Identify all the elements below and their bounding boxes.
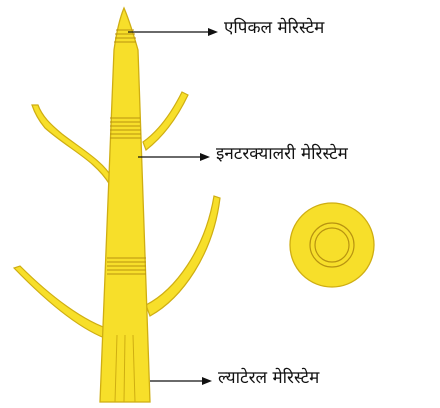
intercalary-meristem-label: इनटरक्यालरी मेरिस्टेम — [216, 146, 348, 163]
lateral-meristem-label: ल्याटेरल मेरिस्टेम — [218, 370, 319, 387]
branch-lower-left — [14, 266, 112, 340]
branch-lower-right — [146, 196, 220, 316]
branch-upper-right — [143, 92, 188, 150]
arrow-apical — [128, 28, 218, 36]
arrow-intercalary — [138, 153, 210, 161]
apical-meristem-label: एपिकल मेरिस्टेम — [224, 20, 324, 37]
stem-cross-section — [290, 203, 374, 287]
arrow-lateral — [150, 377, 212, 385]
branch-middle-left — [32, 105, 112, 185]
